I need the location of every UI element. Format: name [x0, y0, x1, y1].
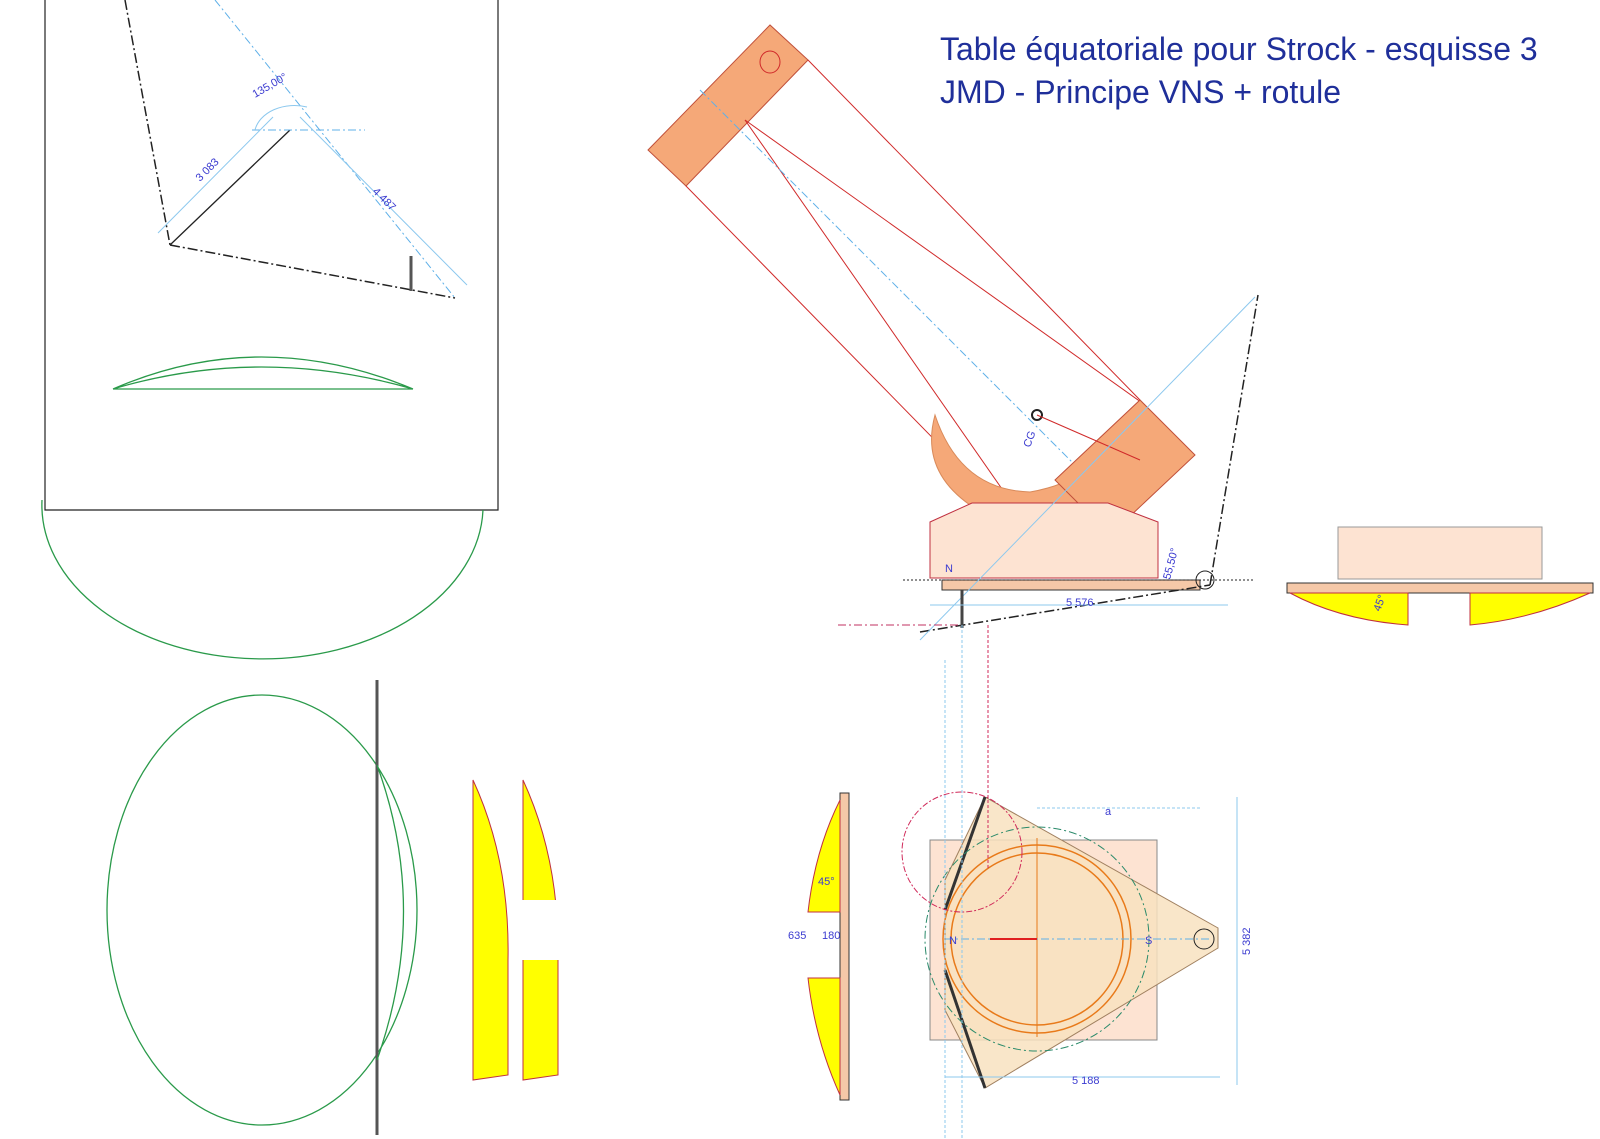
yellow-wedge: [807, 977, 841, 1096]
dim-a-label: 635: [788, 930, 806, 942]
dash-line: [169, 244, 456, 299]
optical-axis: [699, 89, 1131, 521]
north-label: N: [949, 935, 957, 947]
board-edge: [839, 792, 850, 1101]
width-label: 5 188: [1072, 1075, 1100, 1087]
dim-b-label: 180: [822, 930, 840, 942]
side-view: CG N 5 576 55,50°: [647, 24, 1259, 641]
title-line-2: JMD - Principe VNS + rotule: [940, 74, 1342, 110]
bottom-left-view: [106, 680, 560, 1135]
drawing-title: Table équatoriale pour Strock - esquisse…: [940, 28, 1538, 114]
truss: [807, 59, 1141, 401]
yellow-wedge: [1469, 592, 1591, 626]
polar-axis: [1209, 294, 1259, 586]
dim-a-label: 3 083: [194, 156, 222, 184]
angle-label: 45°: [818, 876, 835, 888]
focuser-icon: [759, 50, 781, 74]
top-board: [941, 579, 1201, 591]
end-view: 45°: [1286, 526, 1594, 626]
cg-label: CG: [1022, 429, 1039, 449]
cg-vector: [1036, 414, 1141, 461]
truss: [744, 119, 1146, 406]
arm-line: [169, 129, 291, 246]
centerline: [214, 0, 456, 299]
green-ellipse: [106, 694, 418, 1126]
dim-line: [157, 116, 274, 234]
yellow-wedge: [807, 799, 841, 913]
angle-label: 55,50°: [1161, 547, 1181, 581]
polar-axis-thin: [919, 296, 1256, 641]
south-label: S: [1145, 935, 1152, 947]
secondary-cage: [647, 24, 809, 187]
north-label: N: [945, 563, 953, 575]
height-label: 5 382: [1241, 927, 1253, 955]
angle-arc: [254, 105, 308, 131]
truss: [744, 119, 1026, 523]
dash-line: [124, 0, 171, 246]
pivot-icon: [1193, 928, 1215, 950]
edge-board: [943, 969, 987, 1089]
yellow-plate: [472, 779, 509, 1081]
rocker-box: [929, 502, 1159, 579]
left-plate-view: 45° 635 180: [788, 792, 850, 1101]
green-arc-lower: [41, 499, 484, 660]
dim-line: [299, 116, 468, 286]
angle-label: 135,00°: [251, 71, 290, 100]
frame: [44, 0, 499, 511]
rocker-end: [1337, 526, 1543, 580]
plan-view: N S a 5 188 5 382: [901, 625, 1253, 1139]
red-circle: [901, 791, 1023, 913]
board-end: [1286, 582, 1594, 594]
dim-a-label: a: [1105, 806, 1112, 818]
yellow-wedge: [1289, 592, 1409, 626]
length-label: 5 576: [1066, 597, 1094, 609]
angle-label: 45°: [1372, 593, 1389, 613]
title-line-1: Table équatoriale pour Strock - esquisse…: [940, 31, 1538, 67]
bottom-board: [919, 584, 1211, 633]
pivot-icon: [1195, 570, 1215, 590]
gap: [520, 900, 560, 960]
top-left-view: 135,00° 3 083 4 487: [41, 0, 499, 660]
lens-shape: [112, 356, 414, 390]
green-arc: [376, 764, 405, 1061]
